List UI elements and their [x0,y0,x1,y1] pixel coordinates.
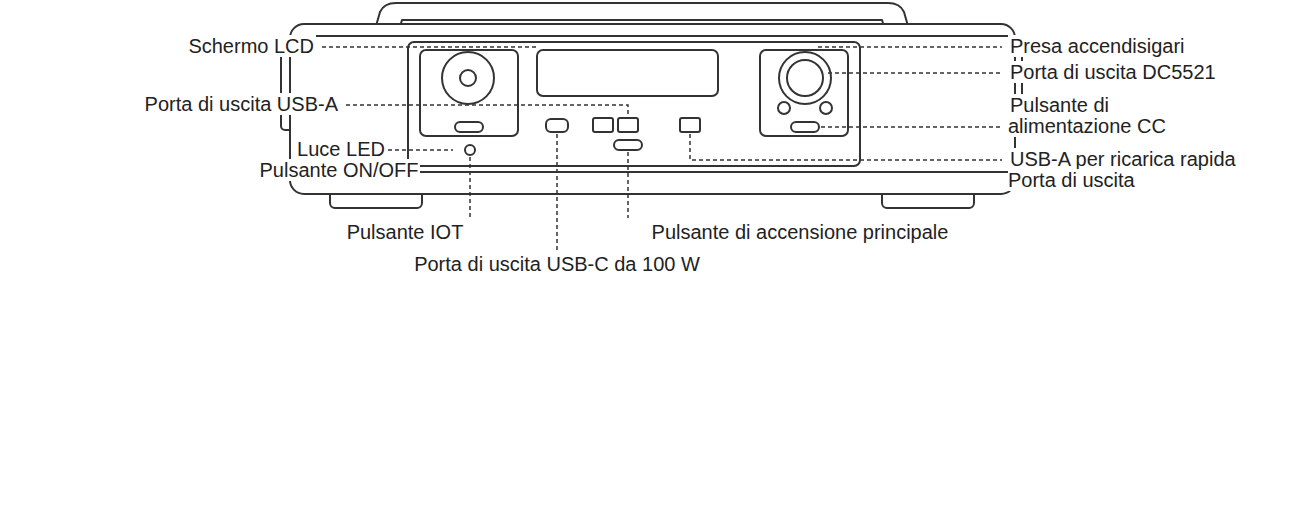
iot-button [465,145,475,155]
lcd-screen [537,50,718,96]
callout-text: Porta di uscita DC5521 [1008,61,1218,83]
led-light [442,52,494,104]
callout-text: Porta di uscita USB-C da 100 W [412,253,702,275]
callout-label: Pulsante di alimentazione CC [1008,95,1186,137]
leader-line [818,46,1002,48]
callout-text: Pulsante di alimentazione CC [1008,94,1168,137]
led-light-center [460,70,476,86]
dc5521-port [820,102,832,114]
callout-label: Porta di uscita USB-A [10,94,340,115]
leader-line [828,72,1002,74]
callout-label: Porta di uscita DC5521 [1008,62,1298,83]
callout-text: Porta di uscita USB-A [143,93,340,115]
usb-a-fast-port [680,118,700,132]
leader-line [346,105,628,116]
left-module [420,50,518,136]
callout-text: Pulsante IOT [345,221,466,243]
callout-text: USB-A per ricarica rapida Porta di uscit… [1008,148,1236,191]
callout-label: Pulsante IOT [305,222,505,243]
callout-label: Porta di uscita USB-C da 100 W [347,254,767,275]
usb-a-port [618,118,638,132]
callout-text: Presa accendisigari [1008,35,1187,57]
usb-c-port [546,119,568,132]
cigarette-socket-inner [787,60,823,96]
callout-text: Schermo LCD [186,35,316,57]
leader-line [556,134,558,250]
leader-line [322,46,537,48]
callout-label: USB-A per ricarica rapida Porta di uscit… [1008,149,1270,191]
housing-band [292,35,1013,37]
callout-label: Presa accendisigari [1008,36,1298,57]
dc-button [791,122,819,132]
leader-line [627,152,629,218]
callout-label: Pulsante di accensione principale [600,222,1000,243]
callout-label: Luce LED Pulsante ON/OFF [254,139,426,181]
right-module [760,50,848,136]
usb-a-port [593,118,613,132]
callout-text: Pulsante di accensione principale [650,221,951,243]
main-power-button [614,140,642,150]
callout-text: Luce LED Pulsante ON/OFF [260,138,421,181]
leader-line [821,126,1002,128]
callout-label: Schermo LCD [56,36,316,57]
cigarette-socket [779,52,831,104]
leader-line [690,134,1002,160]
leader-line [469,157,471,218]
front-panel [408,42,860,166]
led-button [455,122,483,132]
dc5521-port [778,102,790,114]
